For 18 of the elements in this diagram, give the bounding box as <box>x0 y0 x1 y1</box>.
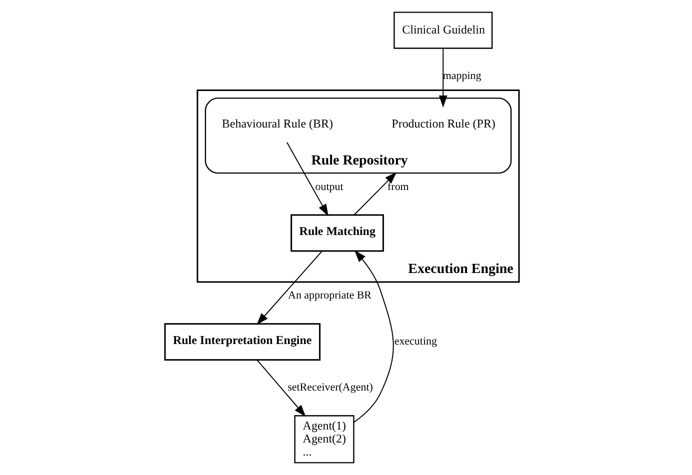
node-box: Rule Interpretation Engine <box>164 323 321 361</box>
arrow <box>256 359 306 417</box>
edge-label: from <box>388 180 409 193</box>
edge-label: An appropriate BR <box>288 290 372 302</box>
edge-label: mapping <box>442 70 482 82</box>
edge-label: setReceiver(Agent) <box>288 382 373 394</box>
node-text: Behavioural Rule (BR) <box>222 116 333 130</box>
arrow <box>286 142 328 216</box>
node-text: Production Rule (PR) <box>392 116 496 130</box>
node-box: Rule Matching <box>290 214 384 252</box>
arrow <box>353 250 394 423</box>
node-box: Clinical Guidelin <box>394 12 493 49</box>
node-box: Agent(1) Agent(2) ... <box>294 415 354 464</box>
edge-label: output <box>315 180 344 193</box>
arrow <box>256 250 323 325</box>
edge-label: executing <box>394 336 437 348</box>
arrow <box>354 172 397 216</box>
arrow <box>438 48 448 108</box>
